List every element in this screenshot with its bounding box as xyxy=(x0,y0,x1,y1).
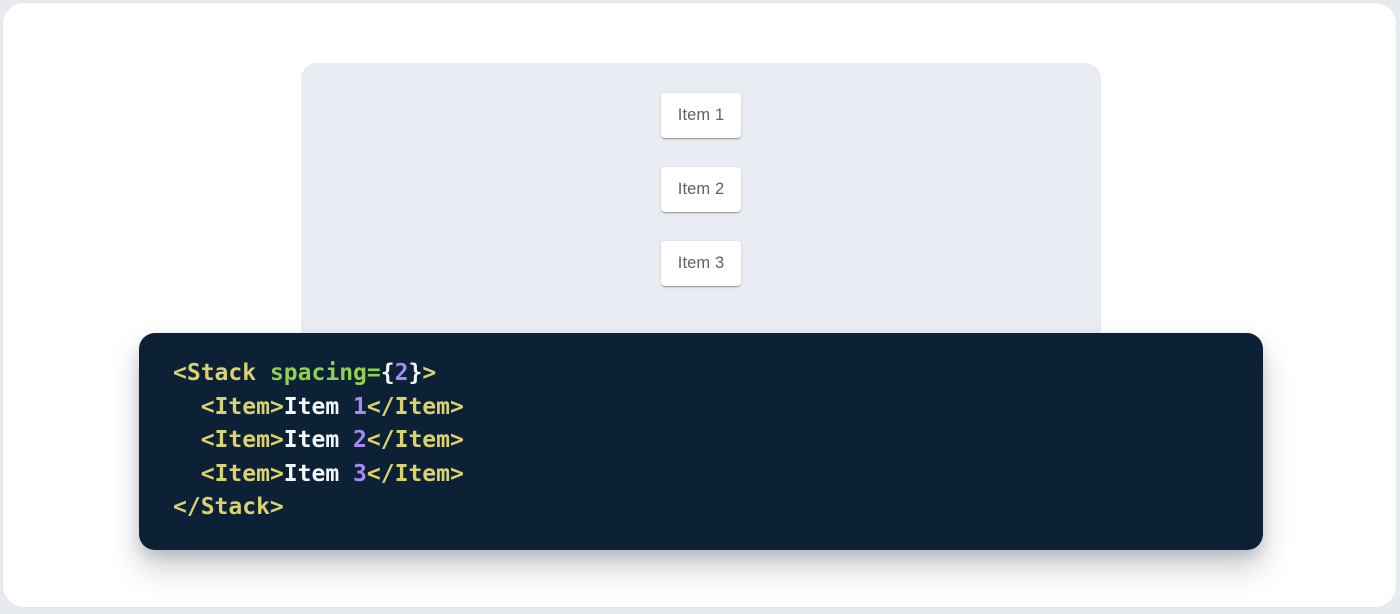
stack-item-label: Item 3 xyxy=(677,254,725,272)
code-block: <Stack spacing={2}> <Item>Item 1</Item> … xyxy=(139,333,1263,550)
stack-item-label: Item 1 xyxy=(677,106,725,124)
stack-item-card: Item 1 xyxy=(661,93,741,138)
code-line: <Item>Item 1</Item> xyxy=(200,393,464,420)
stack-item-card: Item 3 xyxy=(661,241,741,286)
code-line: <Item>Item 3</Item> xyxy=(200,460,464,487)
code-content: <Stack spacing={2}> <Item>Item 1</Item> … xyxy=(173,357,1229,525)
code-snippet: <Stack spacing={2}> <Item>Item 1</Item> … xyxy=(173,357,1229,525)
stack-item-label: Item 2 xyxy=(677,180,725,198)
demo-preview-panel: Item 1 Item 2 Item 3 xyxy=(301,63,1101,365)
code-line: </Stack> xyxy=(173,494,284,521)
code-line: <Item>Item 2</Item> xyxy=(200,427,464,454)
stack-item-card: Item 2 xyxy=(661,167,741,212)
stack-demo: Item 1 Item 2 Item 3 xyxy=(301,63,1101,286)
code-line: <Stack spacing={2}> xyxy=(173,360,437,386)
